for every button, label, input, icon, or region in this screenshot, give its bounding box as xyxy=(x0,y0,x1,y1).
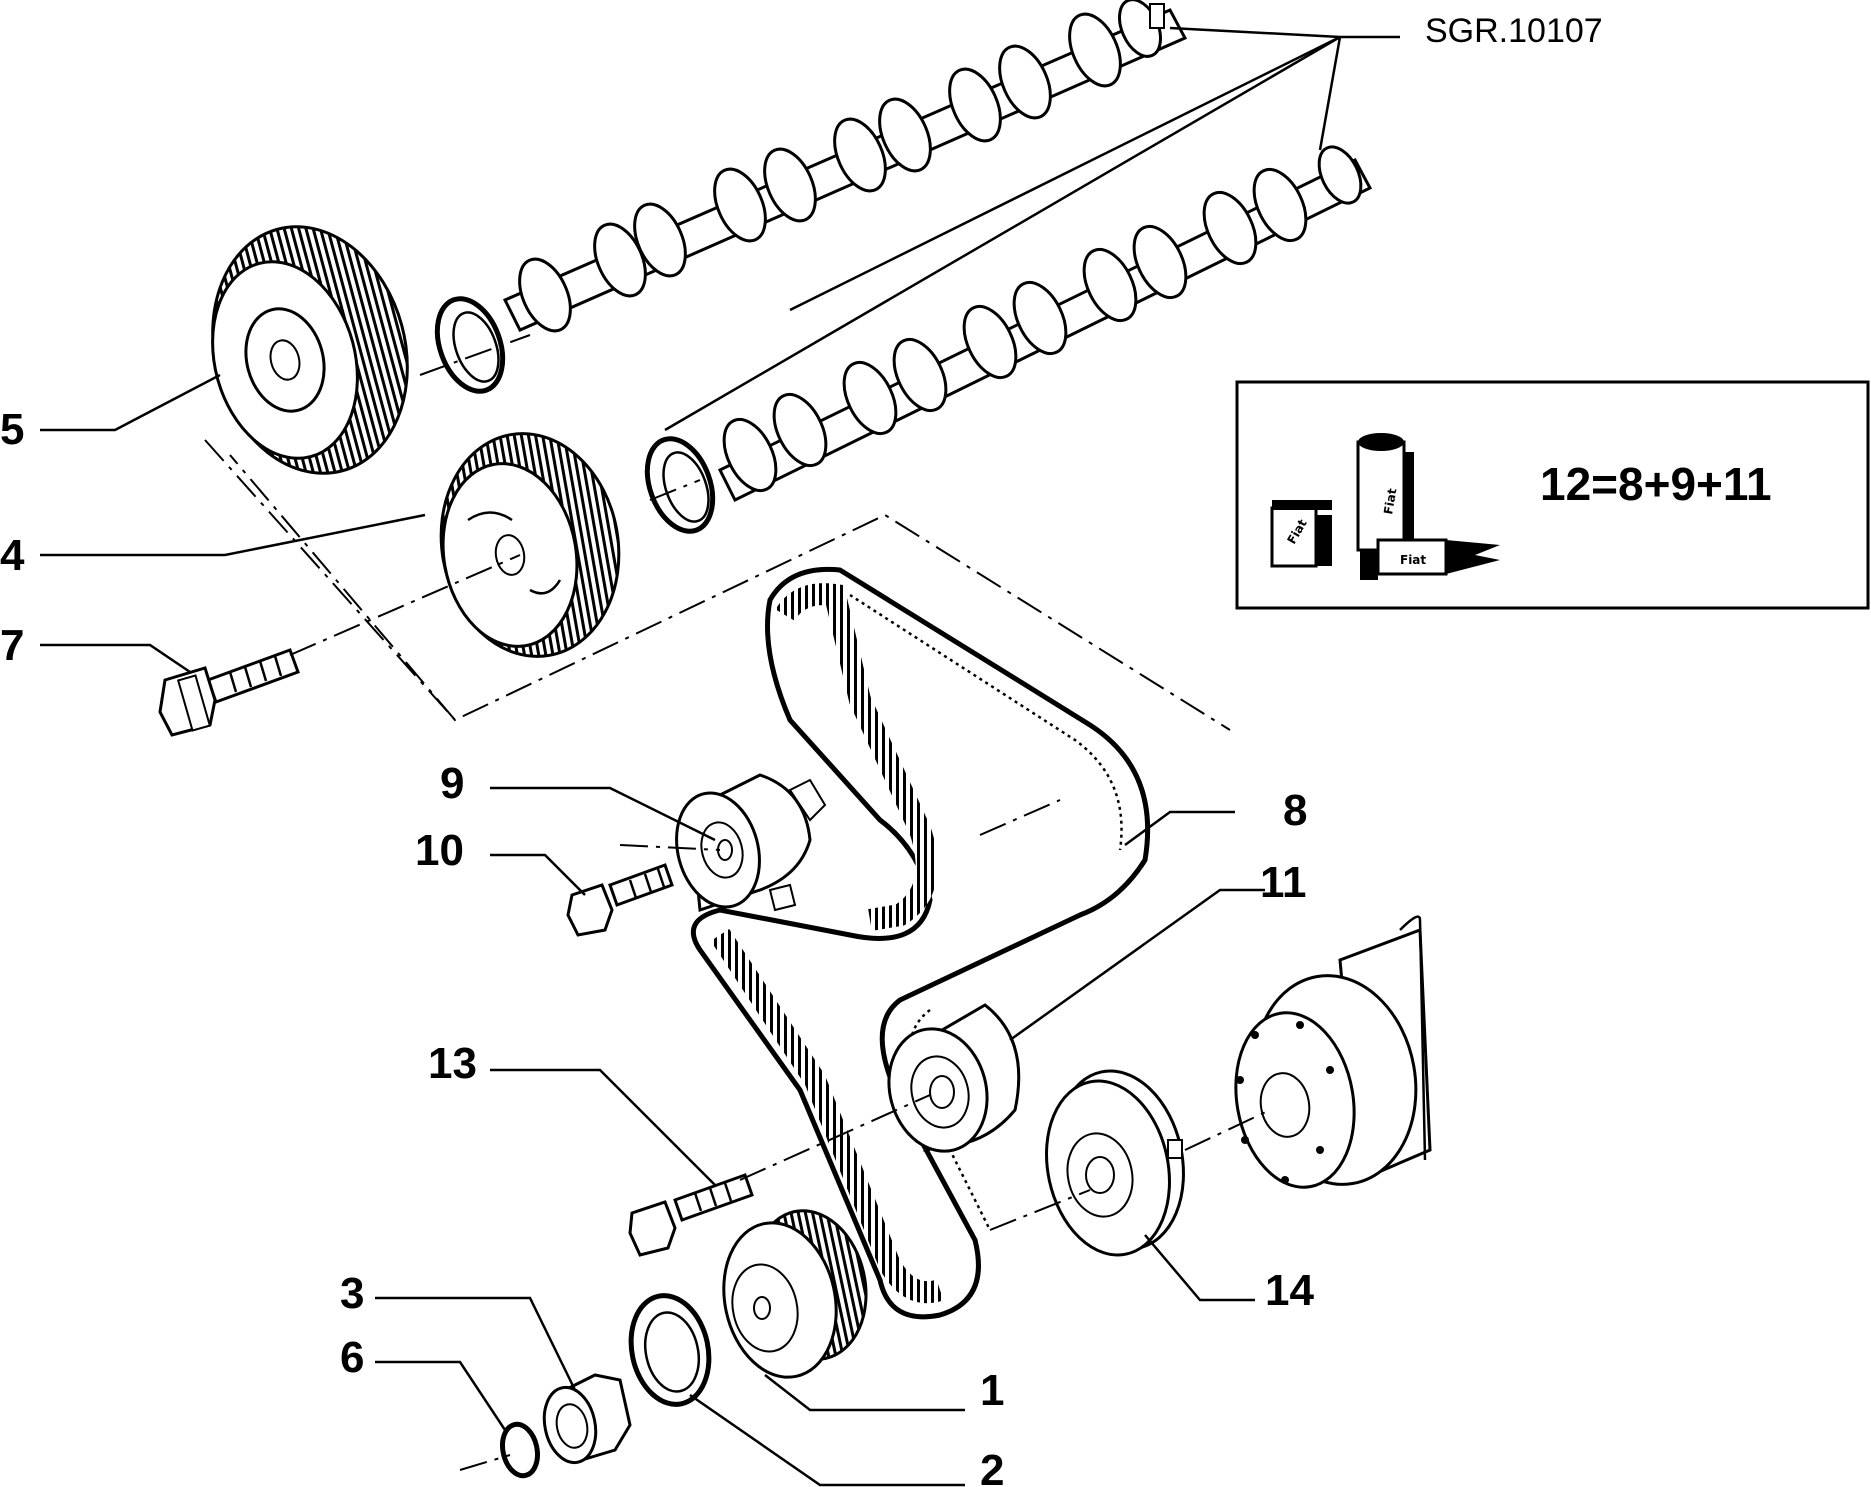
crankshaft-end xyxy=(1234,915,1432,1189)
part-label-5: 5 xyxy=(0,405,24,454)
tensioner-bolt xyxy=(566,863,674,937)
part-label-4: 4 xyxy=(0,531,25,580)
camshaft-pulley-exhaust xyxy=(211,225,409,475)
part-label-2: 2 xyxy=(980,1446,1004,1487)
kit-box-cylinder-label: Fiat xyxy=(1381,487,1399,515)
crankshaft-timing-pulley xyxy=(722,1209,868,1379)
kit-box: Fiat Fiat Fiat 12=8+9+11 xyxy=(1235,380,1870,610)
camshaft-seal-lower xyxy=(644,436,716,534)
part-label-11: 11 xyxy=(1260,858,1307,907)
part-label-8: 8 xyxy=(1283,786,1307,835)
timing-belt xyxy=(690,566,1151,1320)
part-label-13: 13 xyxy=(428,1039,477,1088)
kit-formula: 12=8+9+11 xyxy=(1540,458,1772,510)
axis-lines xyxy=(289,334,1271,1471)
pulley-bolt xyxy=(158,648,300,737)
belt-tensioner xyxy=(675,773,827,913)
idler-pulley xyxy=(887,1003,1021,1153)
part-label-10: 10 xyxy=(415,826,464,875)
part-label-6: 6 xyxy=(340,1333,364,1382)
part-label-1: 1 xyxy=(980,1366,1004,1415)
exhaust-camshaft xyxy=(502,0,1188,333)
washer xyxy=(500,1421,540,1479)
intake-camshaft xyxy=(717,145,1373,503)
part-label-7: 7 xyxy=(0,621,24,670)
part-label-3: 3 xyxy=(340,1269,364,1318)
idler-bolt xyxy=(628,1173,754,1257)
kit-box-flat-label: Fiat xyxy=(1400,553,1426,567)
part-label-9: 9 xyxy=(440,759,464,808)
crankshaft-nut xyxy=(542,1373,632,1465)
leader-lines xyxy=(40,26,1400,1487)
reference-code: SGR.10107 xyxy=(1425,12,1603,50)
crankshaft-damper-pulley xyxy=(1045,1069,1185,1257)
camshaft-seal-upper xyxy=(434,296,506,394)
part-label-14: 14 xyxy=(1265,1266,1314,1315)
crankshaft-seal xyxy=(628,1293,712,1407)
kit-boxes-icon xyxy=(1270,433,1500,580)
assembly-frame-upper xyxy=(204,439,1231,731)
camshaft-pulley-intake xyxy=(439,432,621,658)
